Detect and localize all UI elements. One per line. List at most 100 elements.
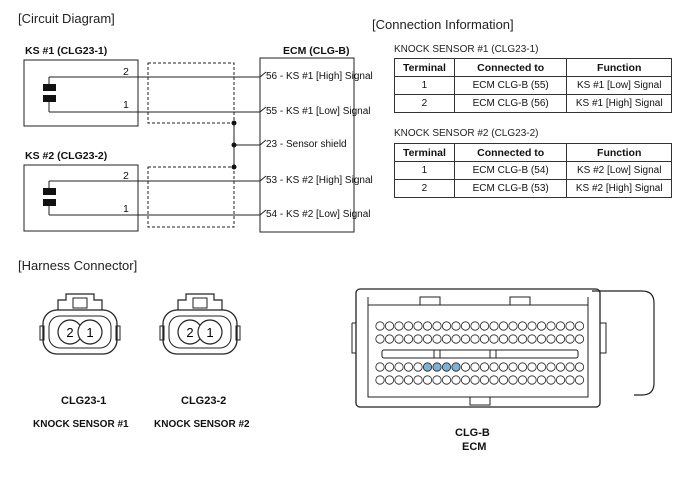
- ecm-pin: [508, 362, 518, 372]
- connector-clg23-2: 2 1: [159, 293, 241, 355]
- ks2-sensor-element-top: [43, 188, 56, 195]
- ecm-pin: [546, 362, 556, 372]
- ks2-sensor-element-bottom: [43, 199, 56, 206]
- ecm-pin: [422, 375, 433, 385]
- ecm-pin-56-label: 56 - KS #1 [High] Signal: [266, 71, 373, 82]
- ecm-title: ECM (CLG-B): [283, 45, 350, 57]
- header-connected-to: Connected to: [453, 143, 568, 162]
- ecm-pin: [432, 375, 442, 385]
- ks1-box: [23, 59, 139, 127]
- cell-terminal: 2: [394, 179, 455, 198]
- ecm-pin: [536, 375, 547, 385]
- harness-connector-title: [Harness Connector]: [18, 258, 138, 273]
- table-row: 2 ECM CLG-B (53) KS #2 [High] Signal: [394, 179, 672, 198]
- ecm-pin: [460, 321, 471, 331]
- cell-terminal: 1: [394, 76, 455, 95]
- shield-junction-bottom: [231, 164, 237, 170]
- ecm-pin: [375, 334, 385, 344]
- pin-2-label: 2: [186, 325, 193, 340]
- ecm-pin: [508, 375, 518, 385]
- ecm-pin: [517, 375, 528, 385]
- table-row: 2 ECM CLG-B (56) KS #1 [High] Signal: [394, 94, 672, 113]
- ecm-pin: [470, 362, 480, 372]
- ecm-pin: [441, 375, 452, 385]
- ecm-pin: [441, 321, 452, 331]
- ecm-pin: [432, 321, 442, 331]
- table-header-row: Terminal Connected to Function: [394, 143, 672, 162]
- ecm-pin: [413, 375, 423, 385]
- ecm-pin: [479, 334, 490, 344]
- ecm-pin: [555, 362, 566, 372]
- ecm-pin-highlighted: [422, 362, 433, 372]
- ks2-pin-1: 1: [123, 203, 129, 215]
- ecm-pin: [470, 334, 480, 344]
- ecm-pin-grid: [375, 321, 585, 385]
- sensor-connectors: 2 1 2 1: [39, 293, 241, 355]
- shield-junction-middle: [231, 142, 237, 148]
- table-row: 1 ECM CLG-B (54) KS #2 [Low] Signal: [394, 161, 672, 180]
- ecm-pin: [375, 362, 385, 372]
- ecm-pin: [489, 321, 499, 331]
- ecm-pin: [460, 375, 471, 385]
- shield-junction-top: [231, 120, 237, 126]
- ecm-pin: [489, 375, 499, 385]
- ecm-pin: [432, 334, 442, 344]
- table-row: 1 ECM CLG-B (55) KS #1 [Low] Signal: [394, 76, 672, 95]
- ecm-pin: [451, 321, 461, 331]
- ecm-pin-54-label: 54 - KS #2 [Low] Signal: [266, 209, 371, 220]
- ecm-pin: [403, 375, 414, 385]
- ecm-pin: [384, 375, 395, 385]
- ecm-pin: [479, 362, 490, 372]
- ecm-pin: [460, 334, 471, 344]
- ecm-pin: [565, 321, 575, 331]
- ecm-pin: [574, 321, 585, 331]
- ecm-pin: [413, 362, 423, 372]
- ecm-pin: [375, 321, 385, 331]
- ecm-pin-highlighted: [451, 362, 461, 372]
- ecm-pin: [508, 334, 518, 344]
- ecm-pin-53-label: 53 - KS #2 [High] Signal: [266, 175, 373, 186]
- ecm-pin-highlighted: [441, 362, 452, 372]
- ecm-pin: [451, 375, 461, 385]
- table1-title: KNOCK SENSOR #1 (CLG23-1): [394, 44, 539, 55]
- connection-info-title: [Connection Information]: [372, 17, 514, 32]
- header-terminal: Terminal: [394, 143, 455, 162]
- header-function: Function: [566, 58, 672, 77]
- cell-connected-to: ECM CLG-B (54): [453, 161, 568, 180]
- ecm-pin: [470, 375, 480, 385]
- ecm-pin: [508, 321, 518, 331]
- ecm-pin: [565, 362, 575, 372]
- connector-clg23-1-name: KNOCK SENSOR #1: [33, 419, 129, 430]
- ecm-pin: [403, 362, 414, 372]
- ecm-pin: [527, 362, 537, 372]
- ecm-pin: [422, 321, 433, 331]
- ecm-pin: [565, 375, 575, 385]
- ecm-pin: [517, 362, 528, 372]
- ecm-connector-name: ECM: [462, 441, 487, 453]
- ks2-pin-2: 2: [123, 170, 129, 182]
- ecm-pin: [517, 334, 528, 344]
- ecm-pin: [527, 375, 537, 385]
- ecm-pin-23-label: 23 - Sensor shield: [266, 139, 347, 150]
- ks1-title: KS #1 (CLG23-1): [25, 45, 108, 57]
- ecm-pin: [394, 334, 404, 344]
- cell-function: KS #2 [Low] Signal: [566, 161, 672, 180]
- table-header-row: Terminal Connected to Function: [394, 58, 672, 77]
- connection-table-ks2: Terminal Connected to Function 1 ECM CLG…: [394, 143, 672, 198]
- ecm-pin: [574, 362, 585, 372]
- ecm-pin: [536, 362, 547, 372]
- cell-connected-to: ECM CLG-B (53): [453, 179, 568, 198]
- ks2-box: [23, 164, 139, 232]
- ecm-pin: [394, 321, 404, 331]
- pin-2-label: 2: [66, 325, 73, 340]
- ecm-pin: [384, 321, 395, 331]
- ecm-pin: [555, 334, 566, 344]
- ecm-pin: [479, 375, 490, 385]
- ecm-pin: [546, 334, 556, 344]
- cell-function: KS #1 [High] Signal: [566, 94, 672, 113]
- ks1-sensor-element-bottom: [43, 95, 56, 102]
- ecm-pin: [546, 321, 556, 331]
- ecm-pin: [470, 321, 480, 331]
- ecm-pin: [527, 321, 537, 331]
- cell-function: KS #2 [High] Signal: [566, 179, 672, 198]
